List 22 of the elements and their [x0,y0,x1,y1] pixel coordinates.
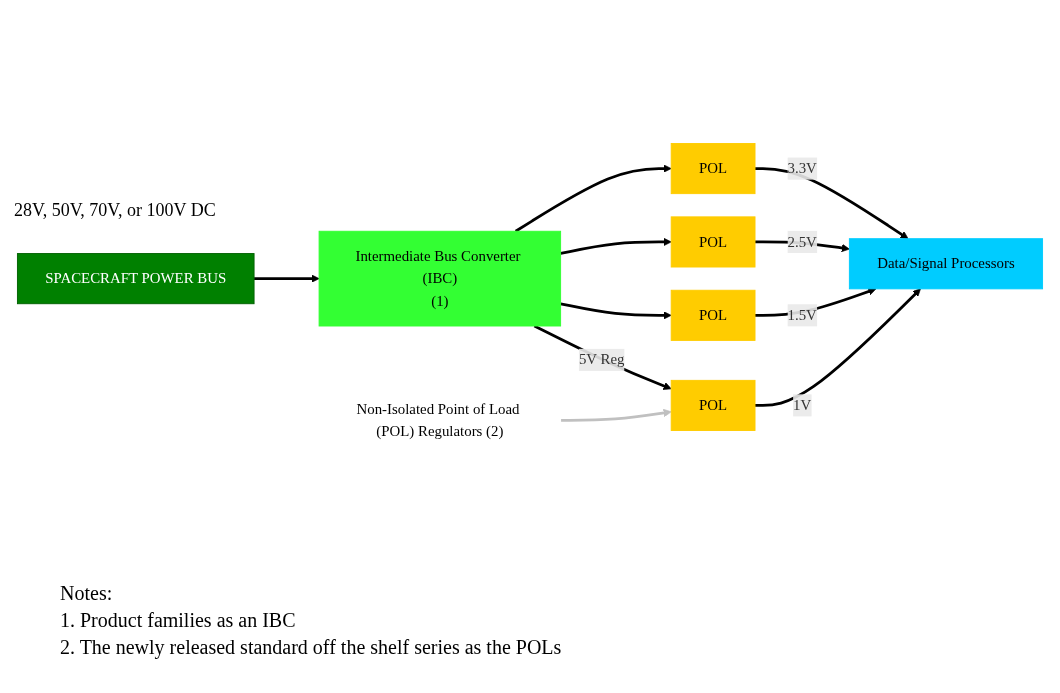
arrow [514,164,672,233]
arrow [560,408,672,422]
node-box: Data/Signal Processors [848,238,1044,290]
voltage-note: 28V, 50V, 70V, or 100V DC [14,200,216,221]
edge-label: 1.5V [787,306,817,323]
note-text: 2. The newly released standard off the shelf series as the POLs [60,635,562,661]
arrow [560,302,672,320]
arrow [254,274,320,283]
edge-label: 5V Reg [578,351,625,368]
node-box: SPACECRAFT POWER BUS [16,253,255,305]
edge-label: 1V [793,397,812,413]
edge-label: 3.3V [787,160,817,176]
arrow [560,237,672,255]
note-text: 1. Product families as an IBC [60,608,296,633]
node-box: POL [670,143,756,195]
edge-label: 2.5V [787,233,817,250]
node-box: POL [670,216,756,268]
node-box: POL [670,379,756,431]
node-text: Non-Isolated Point of Load (POL) Regulators (2) [356,400,520,439]
note-text: Notes: [60,581,113,606]
node-box: POL [670,289,756,341]
node-box: Intermediate Bus Converter (IBC) (1) [318,230,562,327]
